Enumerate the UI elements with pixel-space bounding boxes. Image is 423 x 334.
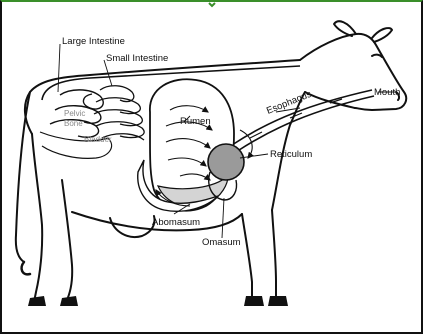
label-pelvic-bone-2: Bone (64, 119, 83, 128)
label-pelvic-bone-1: Pelvic (64, 109, 85, 118)
label-abomasum: Abomasum (152, 217, 200, 228)
leader-reticulum (240, 154, 268, 158)
label-mouth: Mouth (374, 87, 400, 98)
label-omasum: Omasum (202, 237, 241, 248)
label-bladder: Bladder (84, 135, 112, 144)
small-intestine-coils (94, 86, 144, 140)
reticulum-organ (208, 144, 244, 180)
label-large-intestine: Large Intestine (62, 36, 125, 47)
label-reticulum: Reticulum (270, 149, 312, 160)
label-rumen: Rumen (180, 116, 211, 127)
top-green-mark (209, 3, 215, 6)
leader-omasum (222, 198, 224, 238)
label-esophagus: Esophagus (265, 89, 313, 117)
hooves (28, 296, 288, 306)
leader-large-intestine (58, 44, 60, 92)
label-small-intestine: Small Intestine (106, 53, 168, 64)
